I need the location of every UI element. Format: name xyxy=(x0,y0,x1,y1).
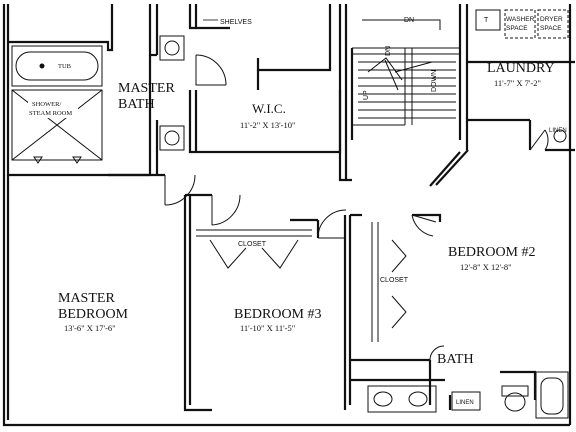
tub-label: TUB xyxy=(58,63,72,70)
master-bedroom-title-1: MASTER xyxy=(58,291,115,306)
shelves-label: SHELVES xyxy=(220,19,252,26)
shower-label-bg xyxy=(28,98,78,118)
water-heater-label: T xyxy=(484,17,489,24)
washer-label-1: WASHER xyxy=(506,16,535,23)
bedroom3-dims: 11'-10" X 11'-5" xyxy=(240,323,295,333)
master-bedroom-title-2: BEDROOM xyxy=(58,307,129,322)
bedroom2-dims: 12'-8" X 12'-8" xyxy=(460,262,512,272)
bedroom2-title: BEDROOM #2 xyxy=(448,245,536,260)
stair-down-right: DOWN xyxy=(431,70,438,92)
stair-dn-mid: DN xyxy=(385,46,392,56)
bath-tub-fixture xyxy=(535,371,569,419)
closet-bedroom2-label: CLOSET xyxy=(380,277,409,284)
wic-title: W.I.C. xyxy=(252,101,286,116)
laundry-title: LAUNDRY xyxy=(487,61,555,76)
linen-box xyxy=(451,391,481,411)
dryer-label-1: DRYER xyxy=(540,16,563,23)
laundry-dims: 11'-7" X 7'-2" xyxy=(494,78,541,88)
linen-bath-label: LINEN xyxy=(456,400,474,406)
walls xyxy=(2,4,575,427)
master-bath-title-1: MASTER xyxy=(118,81,175,96)
shower-fixture xyxy=(11,89,103,164)
bath-sinks xyxy=(367,385,437,413)
bath-title: BATH xyxy=(437,352,474,367)
laundry-appliances xyxy=(475,9,569,143)
washer-label-2: SPACE xyxy=(506,25,528,32)
bedroom3-title: BEDROOM #3 xyxy=(234,307,322,322)
master-bedroom-dims: 13'-6" X 17'-6" xyxy=(64,323,116,333)
dryer-label-2: SPACE xyxy=(540,25,562,32)
door-swings xyxy=(164,54,549,411)
closet-bedroom3 xyxy=(196,229,312,269)
toilet-fixture xyxy=(501,385,529,412)
linen-laundry-label: LINEN xyxy=(549,128,567,134)
shower-label-2: STEAM ROOM xyxy=(29,110,72,117)
shower-label-1: SHOWER/ xyxy=(32,101,61,108)
stair-dn-top: DN xyxy=(404,17,414,24)
stair-up: UP xyxy=(363,90,370,100)
master-bath-sinks xyxy=(159,35,185,151)
closet-bedroom3-label: CLOSET xyxy=(238,241,267,248)
wic-dims: 11'-2" X 13'-10" xyxy=(240,120,296,130)
master-bath-title-2: BATH xyxy=(118,97,155,112)
stairs xyxy=(352,19,460,126)
closet-bedroom2 xyxy=(371,222,407,342)
tub-fixture xyxy=(11,45,103,87)
